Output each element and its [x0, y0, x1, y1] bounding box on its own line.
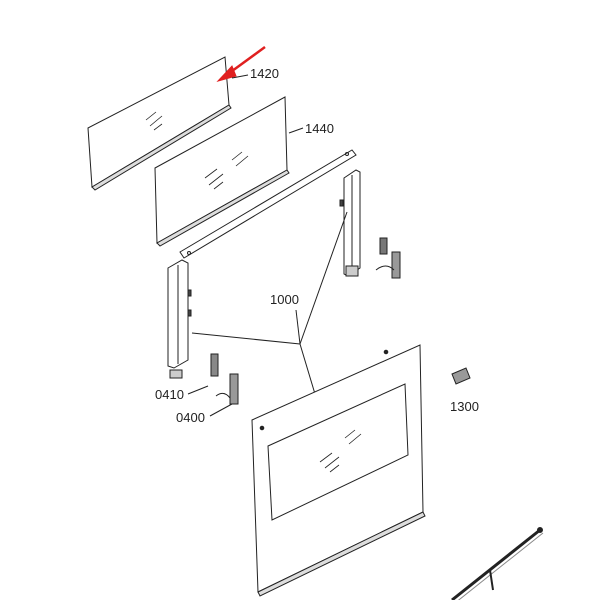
right-side-rail[interactable]	[339, 169, 361, 277]
label-1300: 1300	[450, 399, 479, 414]
outer-glass-panel[interactable]	[87, 56, 232, 191]
clip-part[interactable]	[451, 367, 471, 385]
leader-0410	[187, 385, 209, 395]
leader-0400	[209, 403, 233, 417]
label-1440: 1440	[305, 121, 334, 136]
label-0410: 0410	[155, 387, 184, 402]
label-1420: 1420	[250, 66, 279, 81]
label-0400: 0400	[176, 410, 205, 425]
door-handle[interactable]	[451, 527, 544, 600]
inner-glass-panel[interactable]	[154, 96, 290, 247]
front-door-panel[interactable]	[251, 344, 426, 597]
left-hinge[interactable]	[210, 353, 239, 405]
label-1000: 1000	[270, 292, 299, 307]
red-arrow-icon	[216, 45, 266, 82]
right-hinge[interactable]	[375, 237, 401, 279]
left-side-rail[interactable]	[167, 259, 192, 379]
top-bar[interactable]	[179, 149, 357, 259]
leader-1440	[288, 127, 304, 134]
leader-1420	[231, 74, 249, 79]
